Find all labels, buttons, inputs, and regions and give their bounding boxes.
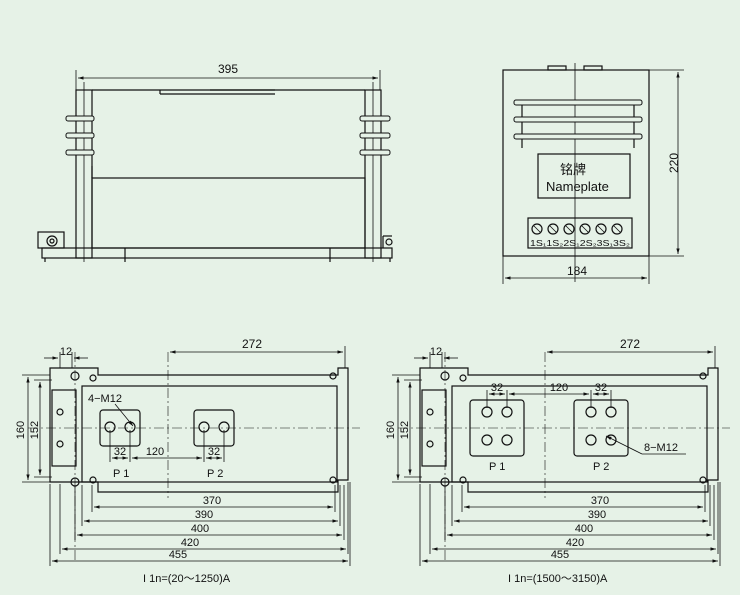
caption-left: I 1n=(20～1250)A [143,573,231,585]
ground-terminal [37,231,65,249]
dim-32b-left: 32 [208,446,220,458]
dim-400-left: 400 [191,523,209,535]
dim-32a-left: 32 [114,446,126,458]
plan-view-left: 4−M12 32 32 120 P 1 P 2 12 272 160 152 3… [15,337,360,585]
dim-272-right: 272 [620,337,640,351]
plan-right-flange [419,367,719,493]
label-p2-left: P 2 [207,468,223,480]
label-p1-right: P 1 [489,461,505,473]
dim-455-right: 455 [551,549,569,561]
dim-272-left: 272 [242,337,262,351]
dim-420-left: 420 [181,537,199,549]
terminal-labels: 1S₁1S₂2S₁2S₂3S₁3S₂ [530,238,630,248]
terminal-block [527,217,633,249]
dim-400-right: 400 [575,523,593,535]
dim-12-left: 12 [60,346,72,358]
side-body [502,69,650,257]
dim-370-right: 370 [591,495,609,507]
thread-label-right: 8−M12 [644,442,678,454]
dim-220: 220 [667,153,681,173]
plan-view-right: 32 32 120 8−M12 P 1 P 2 12 272 160 152 3… [385,337,730,585]
dim-12-right: 12 [430,346,442,358]
dim-32a-right: 32 [491,382,503,394]
front-base [41,247,393,259]
left-insulator [65,115,95,156]
ground-bolt-icon [46,235,58,247]
front-view: 395 [37,62,393,262]
terminal-screws [531,223,623,235]
dim-152-left: 152 [29,421,41,439]
front-body [91,177,366,249]
dim-370-left: 370 [203,495,221,507]
terminal-p2-left [193,409,235,447]
dim-120-right: 120 [550,382,568,394]
dim-152-right: 152 [399,421,411,439]
nameplate [537,153,631,199]
side-sheds [513,99,643,148]
terminal-p1-right [469,399,525,457]
dim-420-right: 420 [566,537,584,549]
nameplate-cn: 铭牌 [560,162,586,177]
dim-184: 184 [567,264,587,278]
dim-390-right: 390 [588,509,606,521]
dim-455-left: 455 [169,549,187,561]
plan-left-flange [49,367,349,493]
plan-right-body [451,385,708,483]
plan-left-body [81,385,338,483]
right-insulator [359,115,391,156]
dim-160-left: 160 [15,421,27,439]
dim-32b-right: 32 [595,382,607,394]
label-p1-left: P 1 [113,468,129,480]
terminal-p2-right [573,399,629,457]
caption-right: I 1n=(1500～3150)A [508,573,608,585]
dim-120-left: 120 [146,446,164,458]
dim-395: 395 [218,62,238,76]
side-view: 铭牌 Nameplate 1S₁1S₂2S₁2S₂3S₁3S₂ 220 184 [502,63,684,284]
thread-label-left: 4−M12 [88,393,122,405]
nameplate-en: Nameplate [546,179,609,194]
dim-390-left: 390 [195,509,213,521]
label-p2-right: P 2 [593,461,609,473]
dim-160-right: 160 [385,421,397,439]
